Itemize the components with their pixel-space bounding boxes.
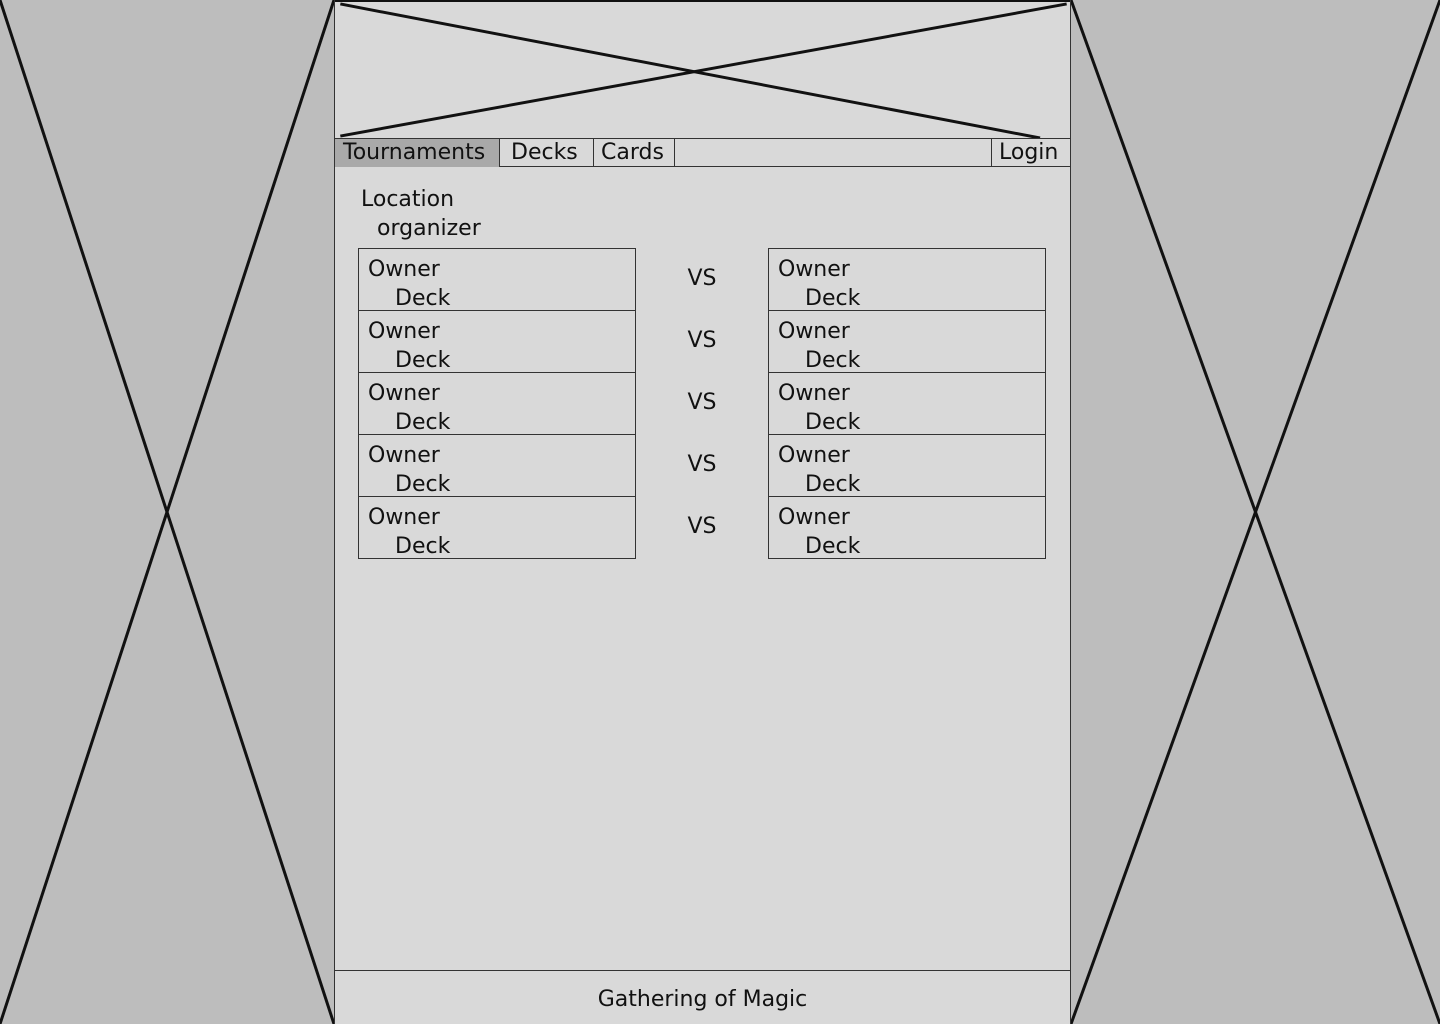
vs-label: VS bbox=[687, 266, 717, 291]
vs-label: VS bbox=[687, 452, 717, 477]
banner-image-placeholder bbox=[335, 0, 1070, 138]
player-owner: Owner bbox=[368, 381, 440, 406]
player-card-right[interactable]: Owner Deck bbox=[768, 248, 1046, 311]
player-card-right[interactable]: Owner Deck bbox=[768, 434, 1046, 497]
event-location: Location bbox=[361, 187, 455, 212]
player-deck: Deck bbox=[395, 410, 451, 435]
player-deck: Deck bbox=[805, 410, 861, 435]
player-owner: Owner bbox=[778, 319, 850, 344]
nav-tab-decks[interactable]: Decks bbox=[500, 139, 594, 167]
player-owner: Owner bbox=[778, 505, 850, 530]
left-image-placeholder bbox=[0, 0, 334, 1024]
match-list: Owner Deck VS Owner Deck Owner Deck VS O… bbox=[358, 248, 1046, 559]
player-card-left[interactable]: Owner Deck bbox=[358, 310, 636, 373]
player-deck: Deck bbox=[395, 534, 451, 559]
player-card-left[interactable]: Owner Deck bbox=[358, 372, 636, 435]
player-card-left[interactable]: Owner Deck bbox=[358, 434, 636, 497]
player-owner: Owner bbox=[368, 443, 440, 468]
player-owner: Owner bbox=[778, 381, 850, 406]
player-owner: Owner bbox=[368, 257, 440, 282]
vs-label: VS bbox=[687, 514, 717, 539]
match-row: Owner Deck VS Owner Deck bbox=[358, 310, 1046, 373]
match-row: Owner Deck VS Owner Deck bbox=[358, 248, 1046, 311]
player-card-right[interactable]: Owner Deck bbox=[768, 372, 1046, 435]
player-owner: Owner bbox=[368, 319, 440, 344]
player-deck: Deck bbox=[805, 472, 861, 497]
player-deck: Deck bbox=[395, 348, 451, 373]
player-deck: Deck bbox=[395, 286, 451, 311]
event-organizer: organizer bbox=[377, 216, 481, 241]
footer: Gathering of Magic bbox=[335, 970, 1070, 1024]
vs-label: VS bbox=[687, 328, 717, 353]
player-owner: Owner bbox=[778, 257, 850, 282]
event-info: Location organizer bbox=[361, 185, 481, 243]
player-deck: Deck bbox=[805, 286, 861, 311]
player-deck: Deck bbox=[395, 472, 451, 497]
vs-label: VS bbox=[687, 390, 717, 415]
player-card-right[interactable]: Owner Deck bbox=[768, 310, 1046, 373]
player-deck: Deck bbox=[805, 534, 861, 559]
match-row: Owner Deck VS Owner Deck bbox=[358, 434, 1046, 497]
main-page: Tournaments Decks Cards Login Location o… bbox=[334, 0, 1071, 1024]
login-button[interactable]: Login bbox=[991, 139, 1070, 167]
match-row: Owner Deck VS Owner Deck bbox=[358, 372, 1046, 435]
top-nav: Tournaments Decks Cards Login bbox=[335, 138, 1070, 167]
player-owner: Owner bbox=[778, 443, 850, 468]
player-card-left[interactable]: Owner Deck bbox=[358, 248, 636, 311]
player-card-right[interactable]: Owner Deck bbox=[768, 496, 1046, 559]
player-card-left[interactable]: Owner Deck bbox=[358, 496, 636, 559]
match-row: Owner Deck VS Owner Deck bbox=[358, 496, 1046, 559]
nav-tab-tournaments[interactable]: Tournaments bbox=[335, 139, 500, 167]
nav-tab-cards[interactable]: Cards bbox=[594, 139, 675, 167]
player-owner: Owner bbox=[368, 505, 440, 530]
player-deck: Deck bbox=[805, 348, 861, 373]
right-image-placeholder bbox=[1071, 0, 1440, 1024]
